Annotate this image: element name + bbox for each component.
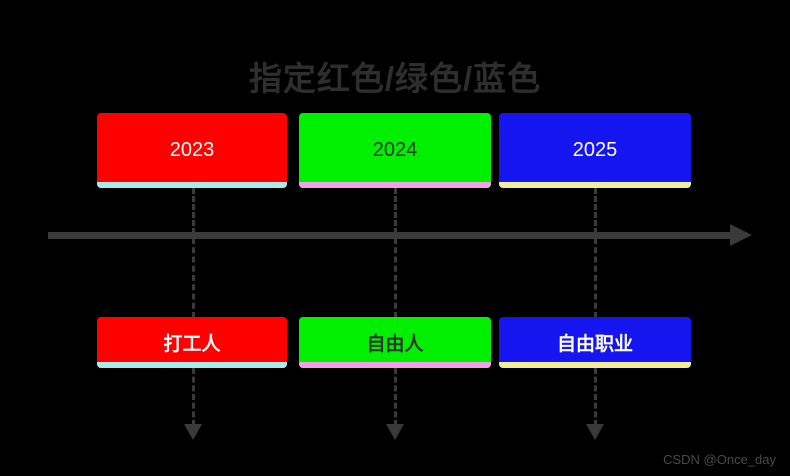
- role-card-label-1: 打工人: [163, 334, 221, 355]
- accent-bar-role-2: [299, 362, 491, 368]
- year-card-label-2024: 2024: [372, 139, 418, 161]
- year-card-label-2025: 2025: [572, 139, 618, 161]
- role-card-label-2: 自由人: [366, 334, 424, 355]
- role-card-label-3: 自由职业: [556, 334, 633, 355]
- accent-bar-role-1: [97, 362, 287, 368]
- down-arrow-icon-2023: [184, 424, 202, 440]
- connector-line-lower-2025: [594, 238, 597, 318]
- watermark: CSDN @Once_day: [663, 452, 776, 467]
- accent-bar-2024: [299, 182, 491, 188]
- connector-line-tail-2025: [594, 368, 597, 426]
- timeline-arrow-icon: [730, 224, 752, 246]
- down-arrow-icon-2025: [586, 424, 604, 440]
- accent-bar-2025: [499, 182, 691, 188]
- year-card-2023[interactable]: 2023: [97, 113, 287, 188]
- role-card-1[interactable]: 打工人: [97, 317, 287, 368]
- connector-line-upper-2025: [594, 188, 597, 234]
- year-card-label-2023: 2023: [169, 139, 215, 161]
- connector-line-upper-2023: [192, 188, 195, 234]
- year-card-2024[interactable]: 2024: [299, 113, 491, 188]
- connector-line-upper-2024: [394, 188, 397, 234]
- page-title: 指定红色/绿色/蓝色: [248, 60, 542, 97]
- down-arrow-icon-2024: [386, 424, 404, 440]
- timeline-axis-line: [48, 232, 738, 239]
- accent-bar-role-3: [499, 362, 691, 368]
- year-card-2025[interactable]: 2025: [499, 113, 691, 188]
- connector-line-lower-2023: [192, 238, 195, 318]
- accent-bar-2023: [97, 182, 287, 188]
- connector-line-tail-2024: [394, 368, 397, 426]
- connector-line-lower-2024: [394, 238, 397, 318]
- role-card-2[interactable]: 自由人: [299, 317, 491, 368]
- connector-line-tail-2023: [192, 368, 195, 426]
- role-card-3[interactable]: 自由职业: [499, 317, 691, 368]
